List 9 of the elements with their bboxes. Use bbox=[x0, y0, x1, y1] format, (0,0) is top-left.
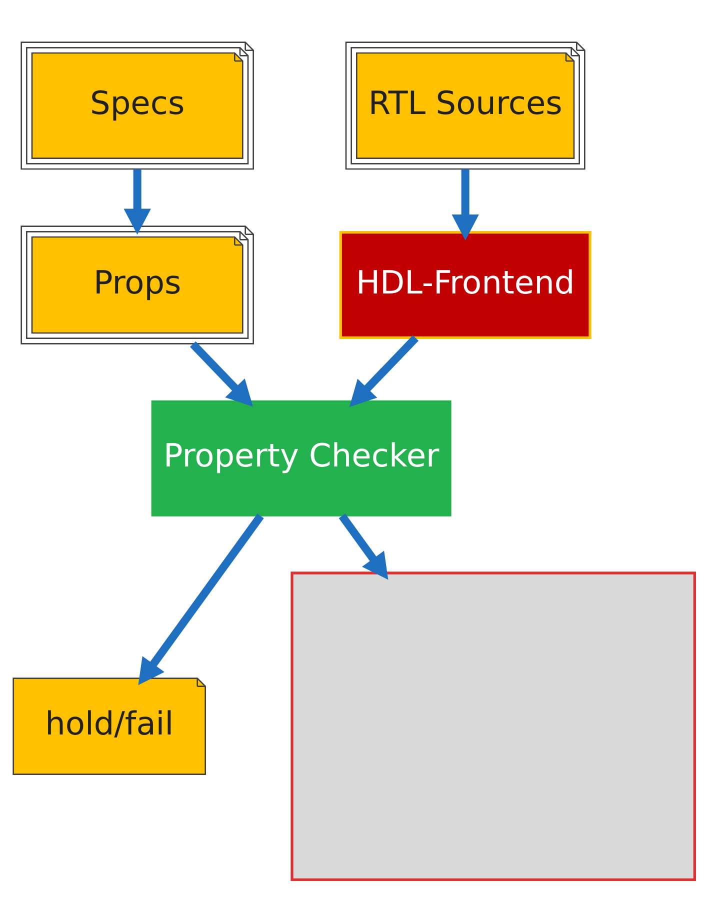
node-box bbox=[290, 572, 696, 881]
arrow bbox=[124, 169, 151, 235]
arrow bbox=[138, 514, 264, 686]
arrow bbox=[190, 341, 253, 407]
arrow bbox=[452, 169, 479, 240]
node-box: HDL-Frontend bbox=[339, 231, 592, 339]
node-box: Property Checker bbox=[151, 400, 452, 516]
arrow bbox=[349, 335, 419, 407]
arrow bbox=[338, 514, 388, 580]
